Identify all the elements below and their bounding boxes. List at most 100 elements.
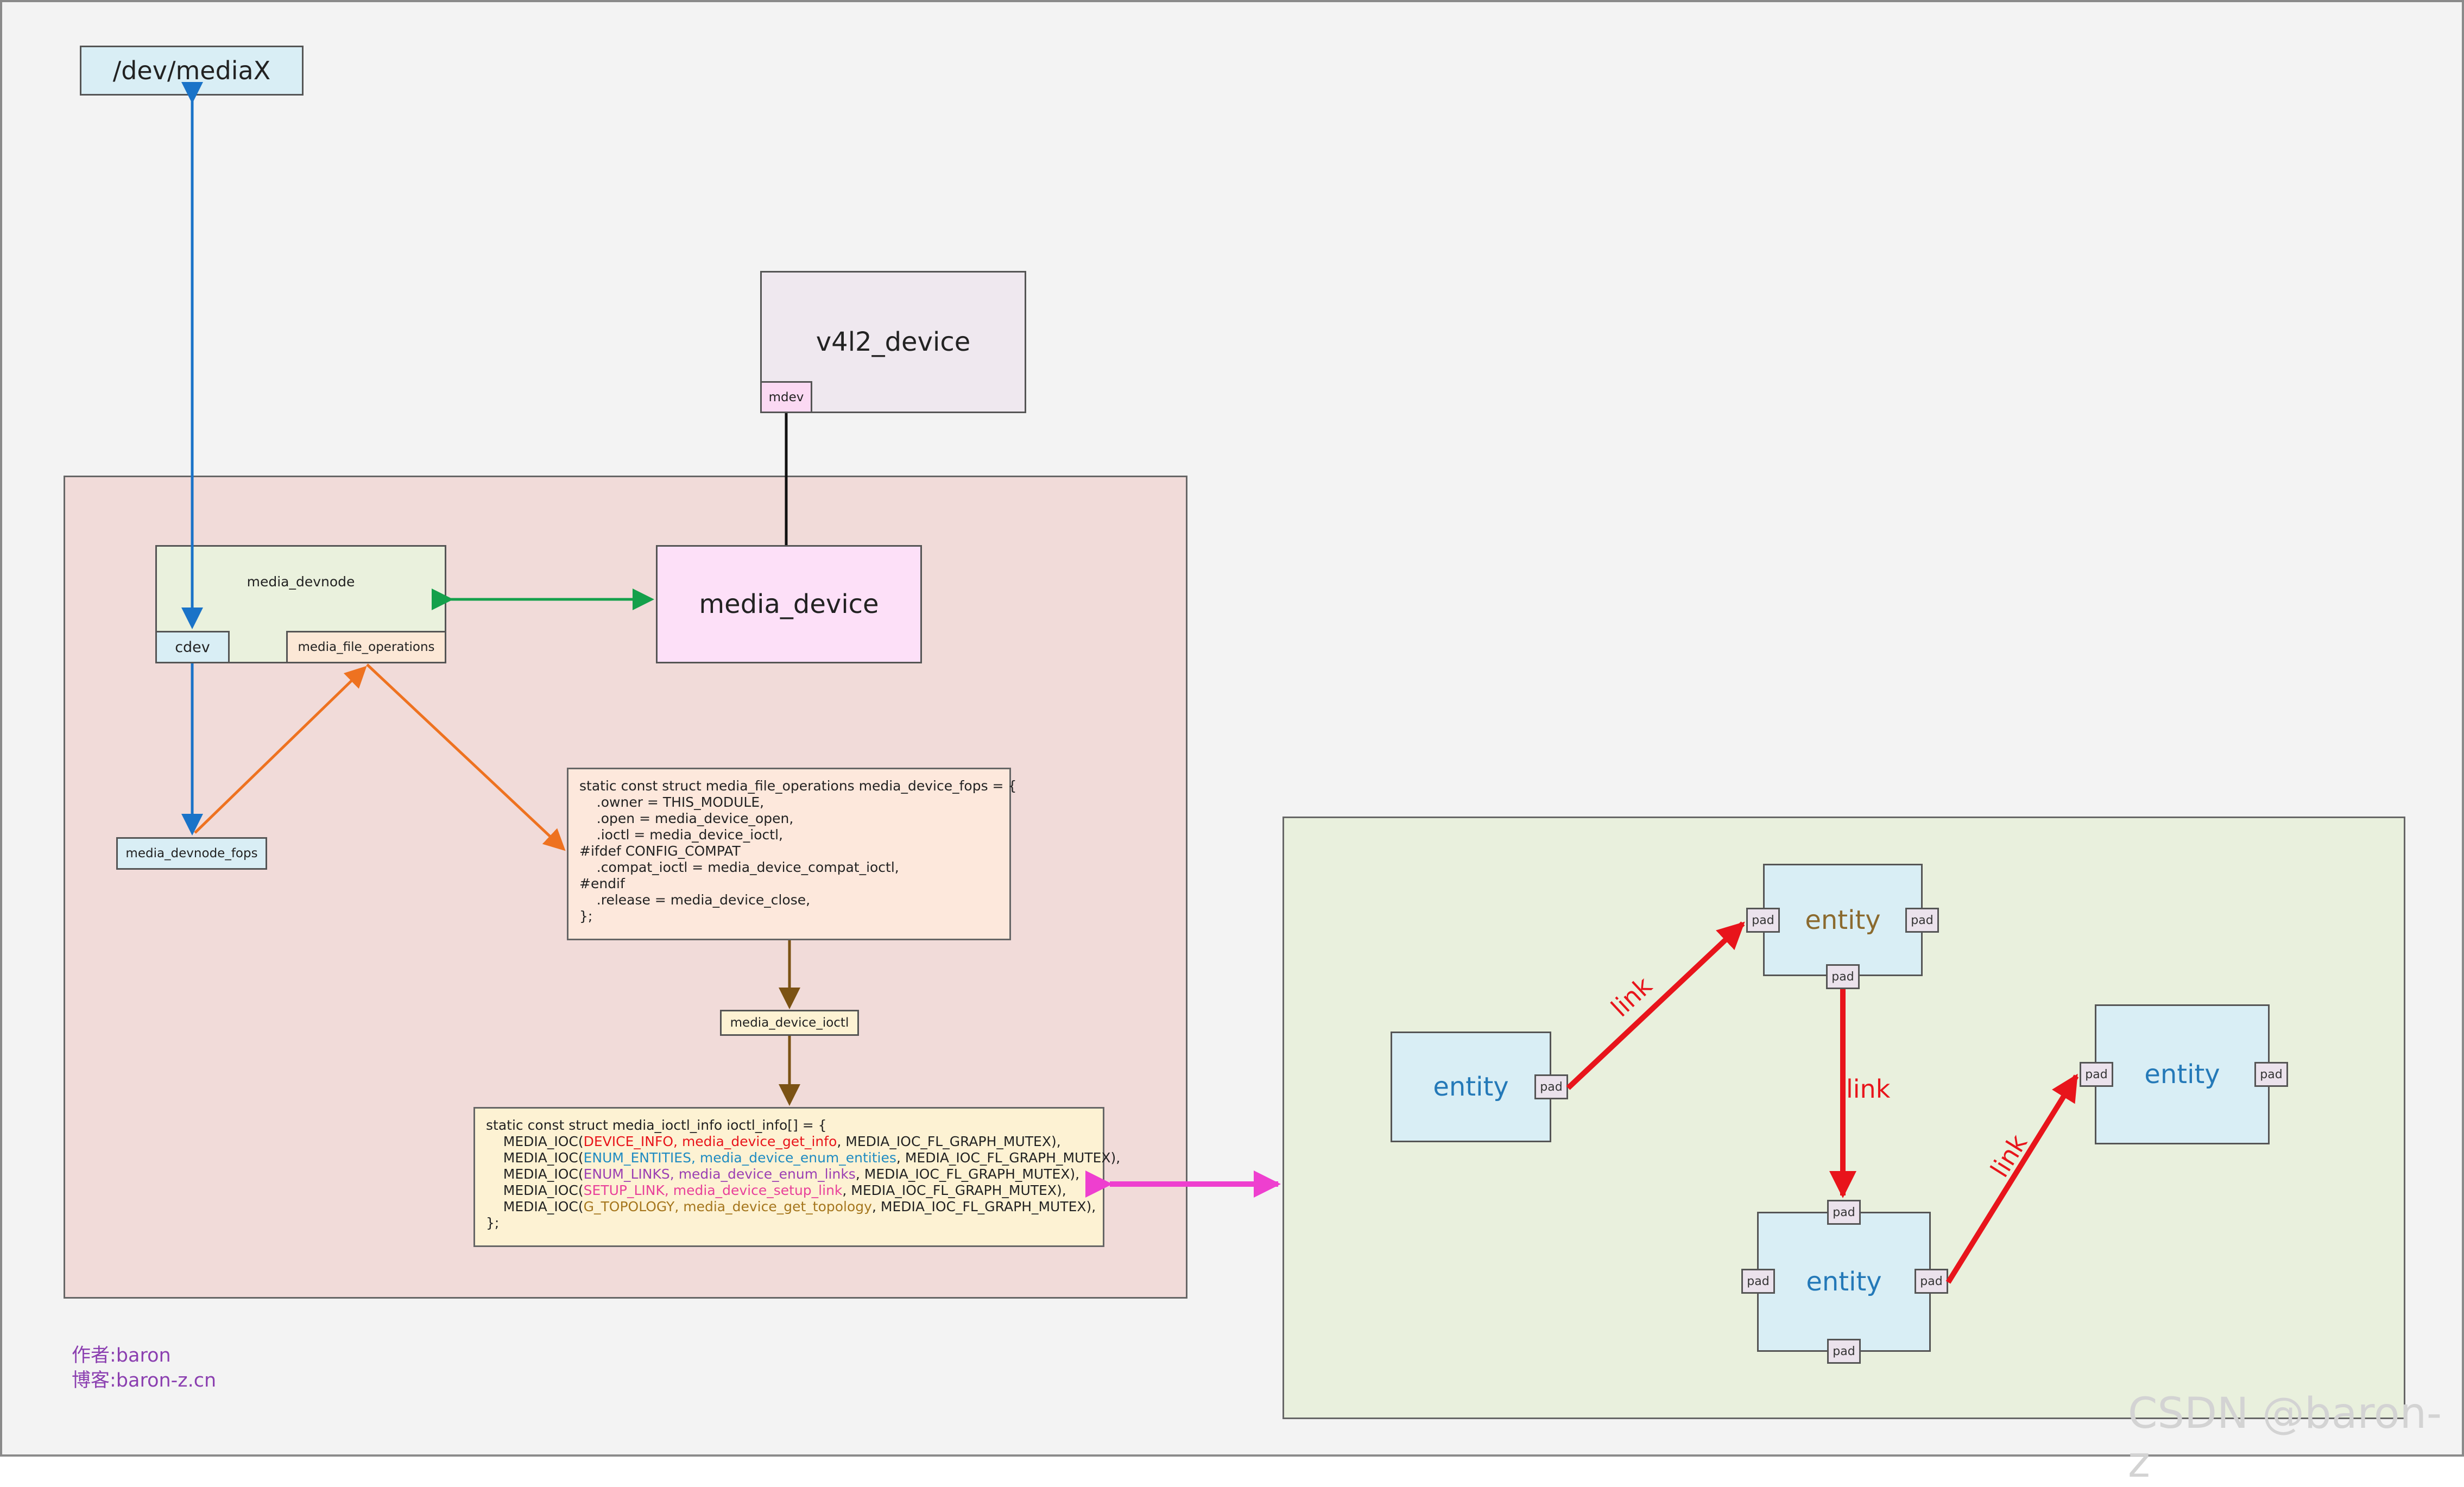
link-text: link: [1846, 1074, 1891, 1104]
pad-right-right: pad: [2254, 1062, 2288, 1087]
entity-left-label: entity: [1433, 1072, 1509, 1102]
ioctl-flag: MEDIA_IOC_FL_GRAPH_MUTEX),: [845, 1134, 1061, 1149]
pad-right-left: pad: [2080, 1062, 2113, 1087]
ioctl-flag: MEDIA_IOC_FL_GRAPH_MUTEX),: [880, 1199, 1096, 1214]
fops-code-line: .owner = THIS_MODULE,: [579, 794, 765, 810]
ioctl-prefix: MEDIA_IOC(: [486, 1166, 584, 1182]
pad-bottom-right: pad: [1915, 1269, 1948, 1294]
ioctl-cmd: ENUM_LINKS: [583, 1166, 670, 1182]
pad-label: pad: [1540, 1080, 1563, 1094]
ioctl-cmd: G_TOPOLOGY: [583, 1199, 675, 1214]
ioctl-code-row: MEDIA_IOC(DEVICE_INFO, media_device_get_…: [486, 1134, 1092, 1150]
pad-left-right: pad: [1534, 1074, 1568, 1099]
entity-left: entity: [1391, 1032, 1551, 1142]
media-file-operations-label: media_file_operations: [298, 640, 435, 654]
pad-label: pad: [1920, 1274, 1943, 1288]
entity-top: entity: [1763, 864, 1923, 976]
ioctl-sep: ,: [842, 1182, 851, 1198]
ioctl-code-row: MEDIA_IOC(SETUP_LINK, media_device_setup…: [486, 1182, 1092, 1199]
entity-right: entity: [2095, 1004, 2270, 1144]
ioctl-prefix: MEDIA_IOC(: [486, 1134, 584, 1149]
ioctl-flag: MEDIA_IOC_FL_GRAPH_MUTEX),: [905, 1150, 1121, 1166]
pad-top-bottom: pad: [1826, 964, 1860, 989]
media-devnode-label: media_devnode: [247, 574, 355, 590]
dev-mediax-label: /dev/mediaX: [112, 56, 271, 85]
fops-code-line: .release = media_device_close,: [579, 892, 811, 908]
link-label-2: link: [1846, 1074, 1890, 1104]
pad-label: pad: [2085, 1067, 2108, 1081]
author-info: 作者:baron 博客:baron-z.cn: [72, 1343, 216, 1393]
entity-right-label: entity: [2144, 1059, 2220, 1090]
mdev-field: mdev: [760, 381, 812, 413]
media-device-fops-code: static const struct media_file_operation…: [567, 768, 1016, 940]
ioctl-code-row: MEDIA_IOC(ENUM_ENTITIES, media_device_en…: [486, 1150, 1120, 1166]
pad-bottom-left: pad: [1741, 1269, 1775, 1294]
fops-code-line: .ioctl = media_device_ioctl,: [579, 827, 783, 843]
ioctl-prefix: MEDIA_IOC(: [486, 1150, 584, 1166]
media-device-node: media_device: [656, 545, 922, 663]
fops-code-line: .compat_ioctl = media_device_compat_ioct…: [579, 859, 899, 875]
ioctl-sep: ,: [896, 1150, 905, 1166]
pad-label: pad: [1833, 1344, 1855, 1358]
ioctl-sep: ,: [871, 1199, 881, 1214]
pad-label: pad: [2260, 1067, 2283, 1081]
ioctl-handler: media_device_get_info: [681, 1134, 837, 1149]
pad-bottom-top: pad: [1827, 1200, 1861, 1225]
v4l2-device-label: v4l2_device: [816, 327, 971, 357]
pad-top-right: pad: [1905, 908, 1939, 933]
ioctl-code-row: MEDIA_IOC(ENUM_LINKS, media_device_enum_…: [486, 1166, 1092, 1182]
pad-top-left: pad: [1746, 908, 1780, 933]
fops-to-file-ops-arrow: [194, 666, 367, 834]
entity-bottom: entity: [1757, 1212, 1931, 1352]
fops-code-line: .open = media_device_open,: [579, 811, 794, 826]
pad-label: pad: [1752, 913, 1774, 927]
pad-label: pad: [1911, 913, 1934, 927]
ioctl-sep: ,: [691, 1150, 700, 1166]
entity-bottom-label: entity: [1806, 1267, 1882, 1297]
ioctl-cmd: ENUM_ENTITIES: [583, 1150, 691, 1166]
ioctl-cmd: SETUP_LINK: [583, 1182, 665, 1198]
ioctl-handler: media_device_enum_links: [678, 1166, 856, 1182]
fops-code-line: };: [579, 908, 593, 924]
ioctl-sep: ,: [669, 1166, 679, 1182]
mdev-label: mdev: [768, 390, 804, 404]
ioctl-handler: media_device_enum_entities: [699, 1150, 896, 1166]
pad-bottom-bottom: pad: [1827, 1339, 1861, 1364]
cdev-label: cdev: [175, 638, 210, 656]
ioctl-flag: MEDIA_IOC_FL_GRAPH_MUTEX),: [864, 1166, 1080, 1182]
ioctl-sep: ,: [674, 1199, 684, 1214]
media-devnode-fops-node: media_devnode_fops: [116, 837, 267, 870]
fops-code-line: #ifdef CONFIG_COMPAT: [579, 843, 741, 859]
connector-layer: [181, 82, 2079, 1284]
ioctl-sep: ,: [673, 1134, 682, 1149]
author-name: 作者:baron: [72, 1345, 171, 1366]
ioctl-prefix: MEDIA_IOC(: [486, 1182, 584, 1198]
ioctl-code-row: MEDIA_IOC(G_TOPOLOGY, media_device_get_t…: [486, 1199, 1096, 1215]
cdev-field: cdev: [155, 631, 230, 663]
media-device-label: media_device: [699, 589, 879, 619]
ioctl-prefix: MEDIA_IOC(: [486, 1199, 584, 1214]
entity-top-label: entity: [1805, 904, 1881, 935]
ioctl-sep: ,: [855, 1166, 864, 1182]
pad-label: pad: [1747, 1274, 1770, 1288]
ioctl-handler: media_device_get_topology: [683, 1199, 872, 1214]
pad-label: pad: [1831, 970, 1854, 984]
ioctl-flag: MEDIA_IOC_FL_GRAPH_MUTEX),: [851, 1182, 1066, 1198]
ioctl-cmd: DEVICE_INFO: [583, 1134, 674, 1149]
csdn-watermark: CSDN @baron-z: [2128, 1389, 2442, 1487]
media-device-ioctl-node: media_device_ioctl: [720, 1010, 859, 1036]
fops-code-line: #endif: [579, 876, 625, 891]
link-left-to-top: [1566, 921, 1745, 1090]
ioctl-handler: media_device_setup_link: [673, 1182, 843, 1198]
ioctl-sep: ,: [664, 1182, 673, 1198]
author-blog: 博客:baron-z.cn: [72, 1370, 217, 1391]
media-device-ioctl-label: media_device_ioctl: [730, 1016, 849, 1030]
ioctl-sep: ,: [837, 1134, 846, 1149]
media-file-operations-field: media_file_operations: [286, 631, 446, 663]
link-bottom-to-right: [1945, 1073, 2079, 1284]
ioctl-code-footer: };: [486, 1215, 500, 1231]
ioctl-info-code: static const struct media_ioctl_info ioc…: [473, 1107, 1120, 1247]
file-ops-to-code-arrow: [366, 663, 566, 851]
pad-label: pad: [1833, 1205, 1855, 1219]
